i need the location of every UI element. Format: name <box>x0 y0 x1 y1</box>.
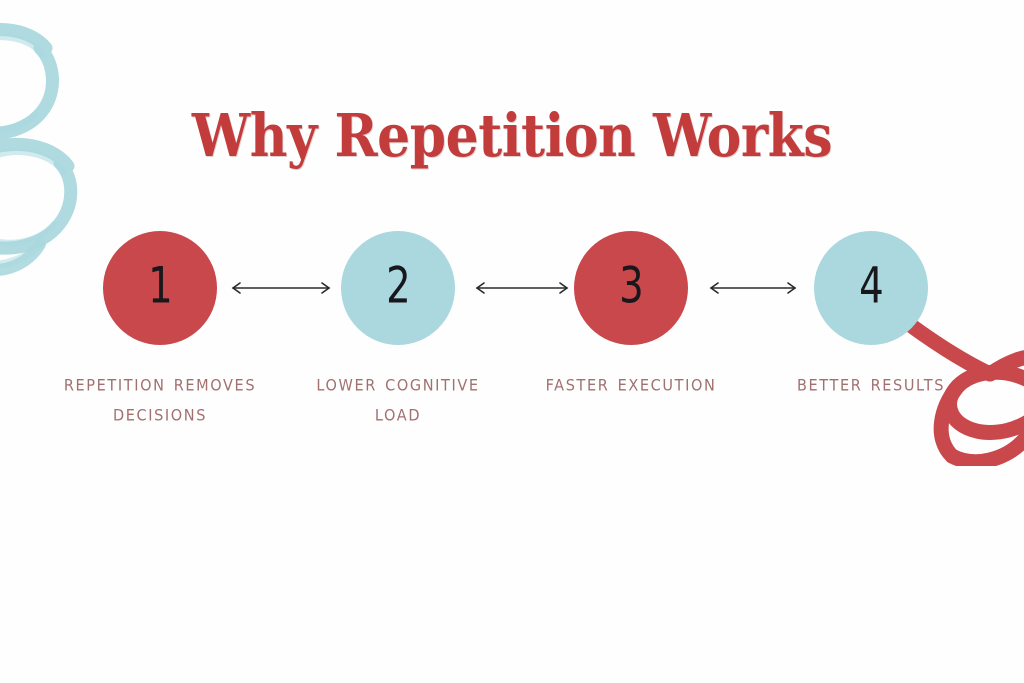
step-circle-4[interactable]: 4 <box>814 231 928 345</box>
steps-row: 1 2 3 <box>0 231 1024 345</box>
step-item-4[interactable]: 4 <box>814 231 928 345</box>
step-circle-3[interactable]: 3 <box>574 231 688 345</box>
step-caption-4: Better Results <box>796 377 945 396</box>
page-title: Why Repetition Works <box>191 101 833 170</box>
step-circle-1[interactable]: 1 <box>103 231 217 345</box>
connector-1-to-2 <box>231 282 331 294</box>
step-item-3[interactable]: 3 <box>574 231 688 345</box>
step-circle-2[interactable]: 2 <box>341 231 455 345</box>
step-number-4: 4 <box>858 256 884 315</box>
step-caption-3: Faster Execution <box>545 377 717 396</box>
step-number-1: 1 <box>147 256 173 315</box>
step-caption-1: Repetition Removes Decisions <box>63 377 257 425</box>
step-number-3: 3 <box>618 256 644 315</box>
connector-3-to-4 <box>709 282 797 294</box>
step-caption-2: Lower Cognitive Load <box>316 377 480 425</box>
connector-2-to-3 <box>475 282 569 294</box>
step-number-2: 2 <box>385 256 411 315</box>
step-item-2[interactable]: 2 <box>341 231 455 345</box>
step-item-1[interactable]: 1 <box>103 231 217 345</box>
